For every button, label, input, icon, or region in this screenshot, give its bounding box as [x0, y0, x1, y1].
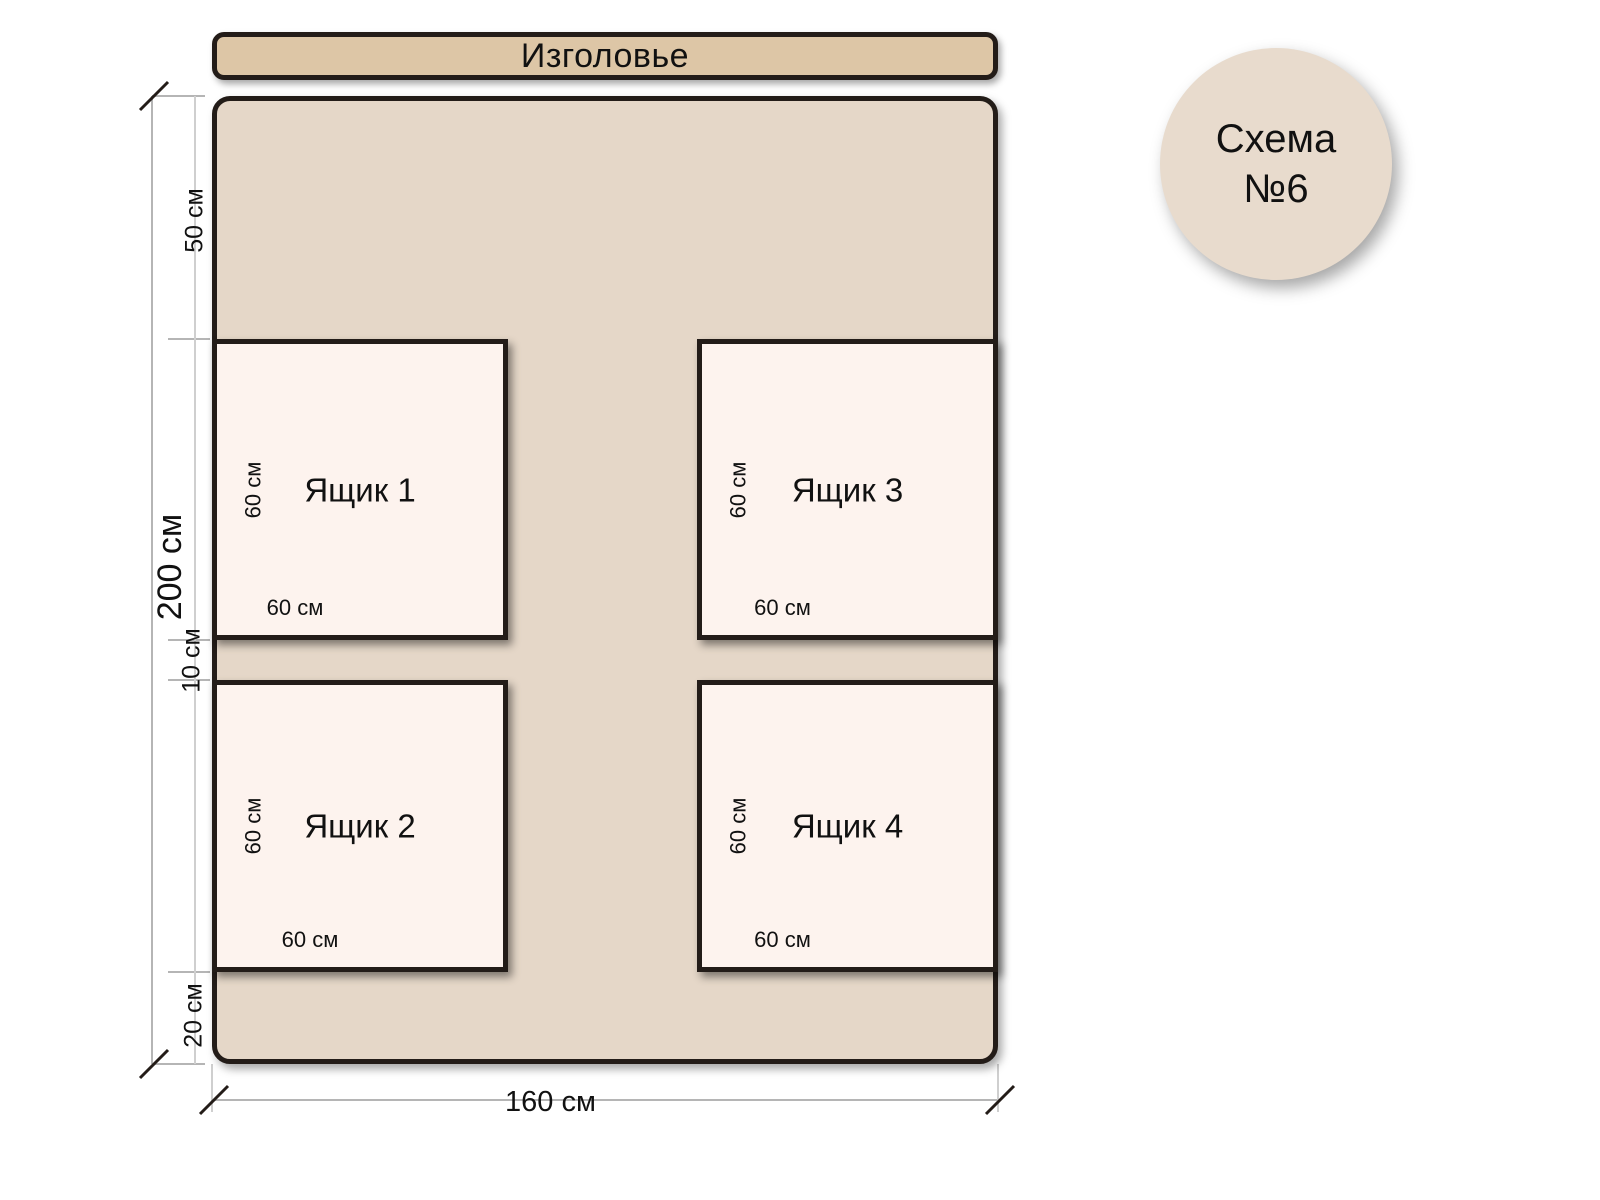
dimension-total-width: 160 см: [505, 1086, 596, 1118]
scheme-badge-line-2: №6: [1243, 167, 1309, 211]
headboard-label: Изголовье: [520, 37, 690, 75]
drawer-3[interactable]: 60 см Ящик 3 60 см: [697, 339, 998, 640]
dimension-total-height: 200 см: [151, 513, 189, 621]
drawer-2-width-label: 60 см: [281, 927, 339, 952]
scheme-badge: Схема №6: [1160, 48, 1392, 280]
drawer-2-title: Ящик 2: [304, 807, 416, 845]
drawer-3-title: Ящик 3: [791, 471, 904, 508]
drawer-1-width-label: 60 см: [266, 595, 324, 620]
dimension-bottom-offset: 20 см: [179, 983, 208, 1048]
scheme-badge-line-1: Схема: [1215, 117, 1337, 161]
dimension-top-offset: 50 см: [180, 188, 209, 253]
drawer-4-title: Ящик 4: [791, 807, 904, 845]
headboard: Изголовье: [212, 32, 998, 80]
drawer-4[interactable]: 60 см Ящик 4 60 см: [697, 680, 998, 972]
drawer-4-width-label: 60 см: [754, 927, 811, 952]
drawer-1-title: Ящик 1: [304, 471, 416, 508]
drawer-1[interactable]: 60 см Ящик 1 60 см: [212, 339, 508, 640]
drawer-2[interactable]: 60 см Ящик 2 60 см: [212, 680, 508, 972]
drawer-3-width-label: 60 см: [754, 595, 811, 620]
